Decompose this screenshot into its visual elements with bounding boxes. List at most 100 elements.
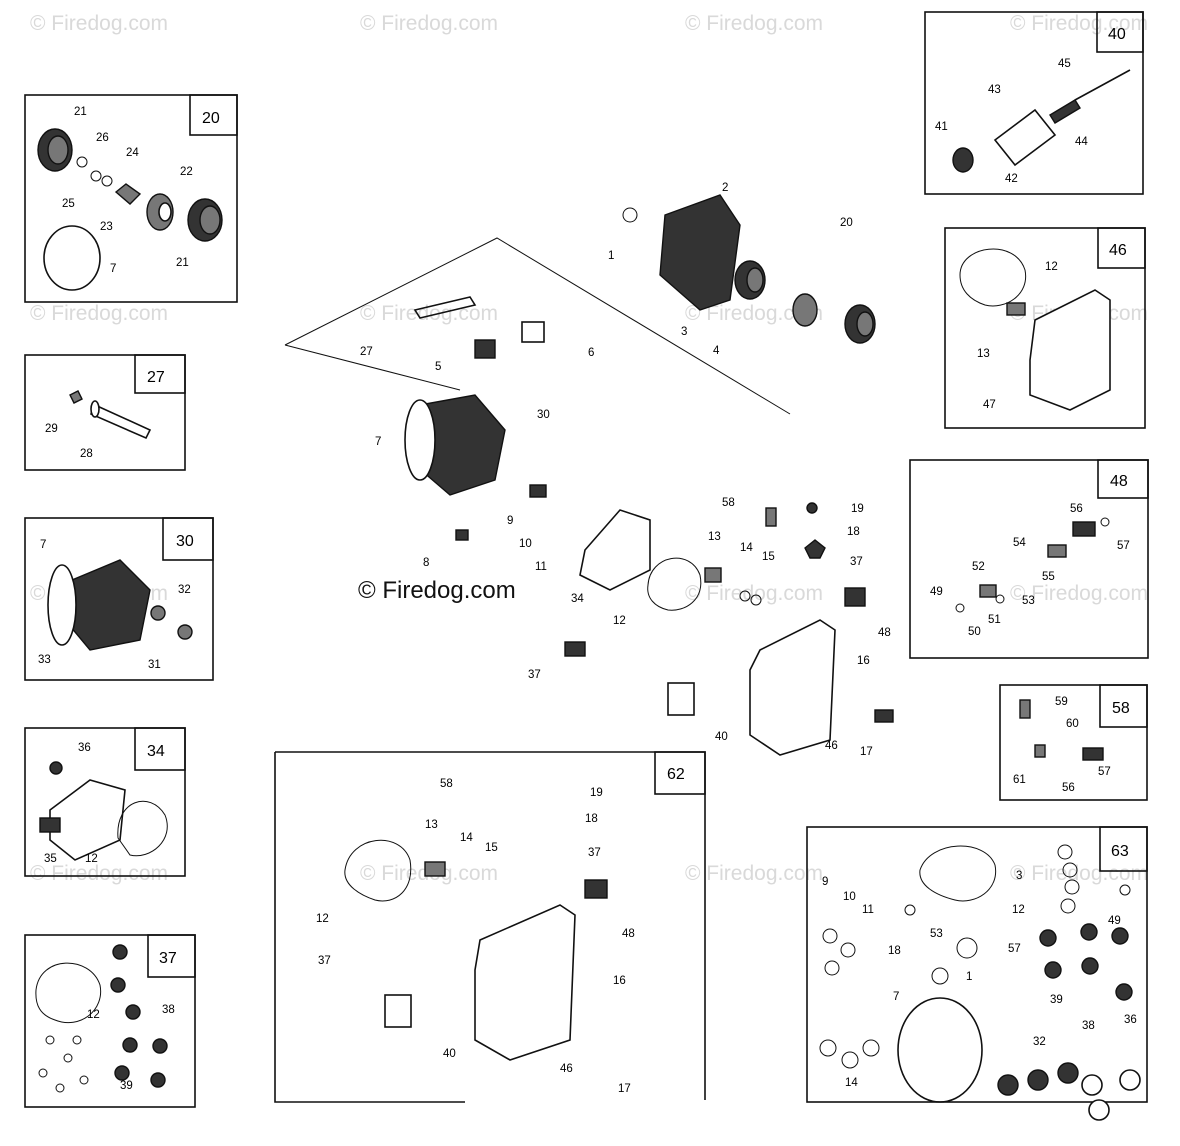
plug-part	[521, 321, 545, 343]
watermark-text: © Firedog.com	[685, 12, 823, 35]
part-number-label: 28	[80, 448, 93, 460]
part-number-label: 18	[847, 526, 860, 538]
unloader-part	[844, 587, 866, 607]
part-number-label: 53	[1022, 595, 1035, 607]
gasket-part	[35, 962, 102, 1024]
inset-box-62: 62 58 19 18 13 14 15 37 12 48 37 16 40 4…	[274, 751, 706, 1103]
part-number-label: 13	[425, 819, 438, 831]
part-number-label: 13	[977, 348, 990, 360]
pump-head-part	[579, 509, 651, 591]
part-number-label: 57	[1117, 540, 1130, 552]
o-ring-part	[956, 937, 978, 959]
valve-cap-part	[564, 641, 586, 657]
assembly-outline	[284, 237, 791, 415]
part-number-label: 14	[740, 542, 753, 554]
box-number: 46	[1109, 242, 1127, 259]
part-number-label: 10	[519, 538, 532, 550]
part-number-label: 45	[1058, 58, 1071, 70]
plunger-part	[89, 403, 152, 440]
ball-part	[995, 594, 1005, 604]
part-number-label: 25	[62, 198, 75, 210]
part-number-label: 32	[178, 584, 191, 596]
o-ring-part	[1057, 844, 1073, 860]
part-number-label: 17	[860, 746, 873, 758]
part-number-label: 32	[1033, 1036, 1046, 1048]
seal-part	[1027, 1069, 1049, 1091]
spring-part	[474, 339, 496, 359]
part-number-label: 21	[74, 106, 87, 118]
valve-cap-part	[804, 539, 826, 559]
watermark-text: © Firedog.com	[685, 582, 823, 605]
valve-cap-part	[125, 1004, 141, 1020]
inset-box-30: 30 7 32 33 31	[24, 517, 214, 681]
seal-part	[177, 624, 193, 640]
part-number-label: 11	[862, 904, 874, 916]
part-number-label: 37	[528, 669, 541, 681]
part-number-label: 6	[588, 347, 594, 359]
retainer-part	[69, 390, 83, 404]
crankcase-part	[47, 559, 151, 651]
part-number-label: 12	[87, 1009, 100, 1021]
gasket-part	[344, 839, 412, 902]
bearing-part	[187, 198, 223, 242]
part-number-label: 10	[843, 891, 856, 903]
valve-part	[1006, 302, 1026, 316]
part-number-label: 31	[148, 659, 161, 671]
watermark-text: © Firedog.com	[360, 12, 498, 35]
valve-cap-part	[150, 1072, 166, 1088]
part-number-label: 12	[316, 913, 329, 925]
part-number-label: 1	[966, 971, 972, 983]
o-ring-part	[63, 1053, 73, 1063]
part-number-label: 50	[968, 626, 981, 638]
part-number-label: 42	[1005, 173, 1018, 185]
part-number-label: 13	[708, 531, 721, 543]
part-number-label: 55	[1042, 571, 1055, 583]
box-number: 20	[202, 110, 220, 127]
part-number-label: 9	[822, 876, 828, 888]
o-ring-part	[101, 175, 113, 187]
valve-part	[704, 567, 722, 583]
seal-part	[529, 484, 547, 498]
part-number-label: 17	[618, 1083, 631, 1095]
screw-part	[455, 529, 469, 541]
fitting-part	[1019, 699, 1031, 719]
valve-part	[424, 861, 446, 877]
part-number-label: 23	[100, 221, 113, 233]
crankcase-part	[404, 394, 506, 496]
box-number: 62	[667, 766, 685, 783]
part-number-label: 36	[78, 742, 91, 754]
part-number-label: 49	[1108, 915, 1121, 927]
part-number-label: 37	[850, 556, 863, 568]
part-number-label: 56	[1070, 503, 1083, 515]
part-number-label: 12	[1012, 904, 1025, 916]
gasket-part	[959, 248, 1027, 307]
part-number-label: 34	[571, 593, 584, 605]
o-ring-part	[90, 170, 102, 182]
o-ring-part	[819, 1039, 837, 1057]
inset-box-58: 58 59 60 61 56 57	[999, 684, 1148, 801]
valve-cap-part	[1039, 929, 1057, 947]
valve-cap-part	[1080, 923, 1098, 941]
inset-box-34: 34 36 35 12	[24, 727, 186, 877]
part-number-label: 11	[535, 561, 547, 573]
part-number-label: 44	[1075, 136, 1088, 148]
o-ring-part	[840, 942, 856, 958]
part-number-label: 40	[443, 1048, 456, 1060]
watermark-text: © Firedog.com	[30, 862, 168, 885]
box-number: 34	[147, 743, 165, 760]
part-number-label: 39	[1050, 994, 1063, 1006]
gasket-part	[919, 845, 997, 902]
seal-part	[150, 605, 166, 621]
manifold-part	[474, 904, 576, 1061]
part-number-label: 57	[1008, 943, 1021, 955]
part-number-label: 52	[972, 561, 985, 573]
part-number-label: 20	[840, 217, 853, 229]
part-number-label: 4	[713, 345, 720, 357]
part-number-label: 51	[988, 614, 1001, 626]
watermark-text: © Firedog.com	[685, 862, 823, 885]
cap-part	[806, 502, 818, 514]
gasket-part	[647, 557, 702, 611]
inset-box-46: 46 12 13 47	[944, 227, 1146, 429]
valve-cap-part	[122, 1037, 138, 1053]
watermark-text: © Firedog.com	[30, 302, 168, 325]
